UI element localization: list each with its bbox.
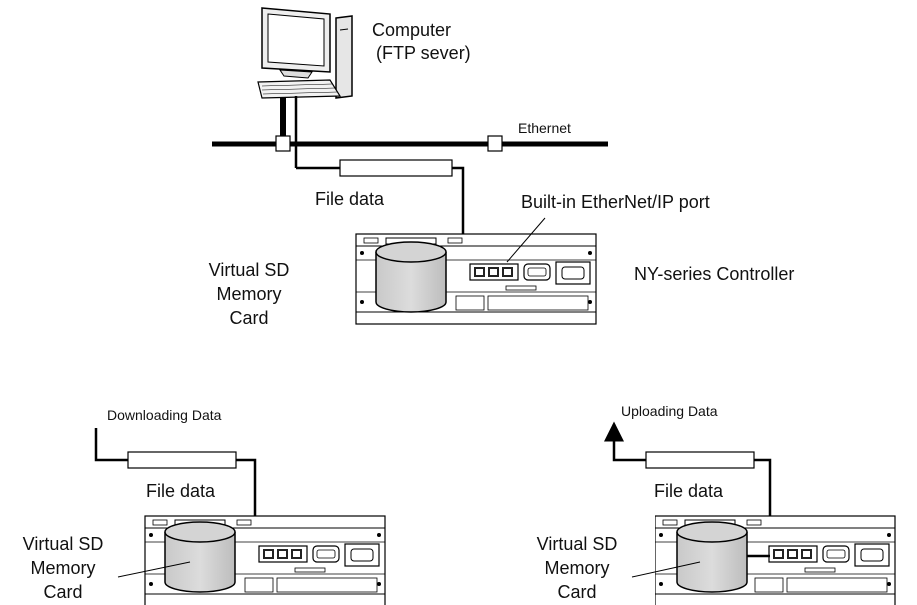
sd-label-line2: Memory [216, 284, 281, 304]
sd-label-line3: Card [229, 308, 268, 328]
download-file-label: File data [146, 481, 216, 501]
upload-sd-label-line2: Memory [544, 558, 609, 578]
upload-sd-cylinder [676, 521, 748, 593]
port-label: Built-in EtherNet/IP port [521, 192, 710, 212]
upload-controller-clip [655, 515, 896, 605]
sd-label: Virtual SD Memory Card [209, 260, 290, 328]
download-sd-label-line3: Card [43, 582, 82, 602]
port-callout-line [506, 217, 546, 263]
virtual-sd-card-cylinder [375, 241, 447, 313]
ethernet-tap-left [275, 135, 291, 152]
computer-sublabel: (FTP sever) [376, 43, 471, 63]
ethernet-tap-right [487, 135, 503, 152]
download-title: Downloading Data [107, 407, 222, 423]
upload-sd-label-line3: Card [557, 582, 596, 602]
upload-sd-label-line1: Virtual SD [537, 534, 618, 554]
download-file-packet [127, 451, 237, 469]
controller-label: NY-series Controller [634, 264, 794, 284]
download-sd-label-line2: Memory [30, 558, 95, 578]
upload-sd-callout [631, 561, 701, 578]
upload-file-packet [645, 451, 755, 469]
file-data-label: File data [315, 189, 385, 209]
computer-label: Computer [372, 20, 451, 40]
download-sd-cylinder [164, 521, 236, 593]
download-sd-label: Virtual SD Memory Card [23, 534, 104, 602]
file-data-packet [339, 159, 453, 177]
upload-sd-label: Virtual SD Memory Card [537, 534, 618, 602]
download-sd-callout [117, 561, 191, 578]
upload-file-label: File data [654, 481, 724, 501]
download-sd-label-line1: Virtual SD [23, 534, 104, 554]
sd-label-line1: Virtual SD [209, 260, 290, 280]
computer-ftp-server [257, 7, 353, 99]
ethernet-label: Ethernet [518, 120, 571, 136]
upload-title: Uploading Data [621, 403, 718, 419]
